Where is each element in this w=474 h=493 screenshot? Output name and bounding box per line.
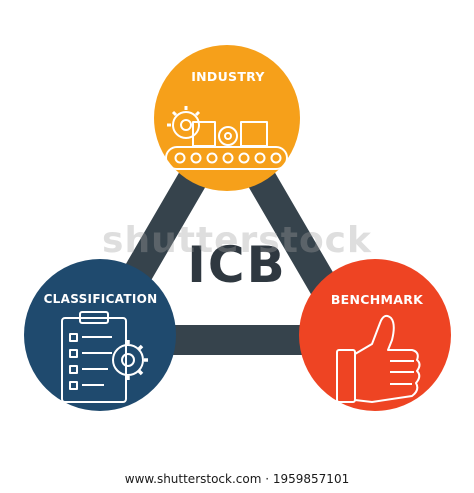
factory-conveyor-icon	[165, 106, 288, 170]
triangle-connector	[72, 90, 382, 355]
diagram-title: ICB	[187, 236, 287, 294]
clipboard-gear-icon	[61, 311, 148, 403]
industry-label: INDUSTRY	[191, 69, 265, 84]
footer-credit: www.shutterstock.com · 1959857101	[0, 470, 474, 489]
thumbs-up-icon	[336, 314, 421, 403]
benchmark-label: BENCHMARK	[330, 292, 424, 307]
classification-label: CLASSIFICATION	[43, 292, 158, 306]
